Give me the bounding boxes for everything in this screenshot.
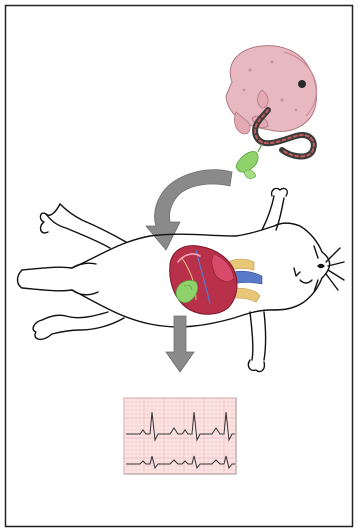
ecg-strip-icon	[124, 398, 236, 474]
embryo-icon	[226, 46, 317, 134]
